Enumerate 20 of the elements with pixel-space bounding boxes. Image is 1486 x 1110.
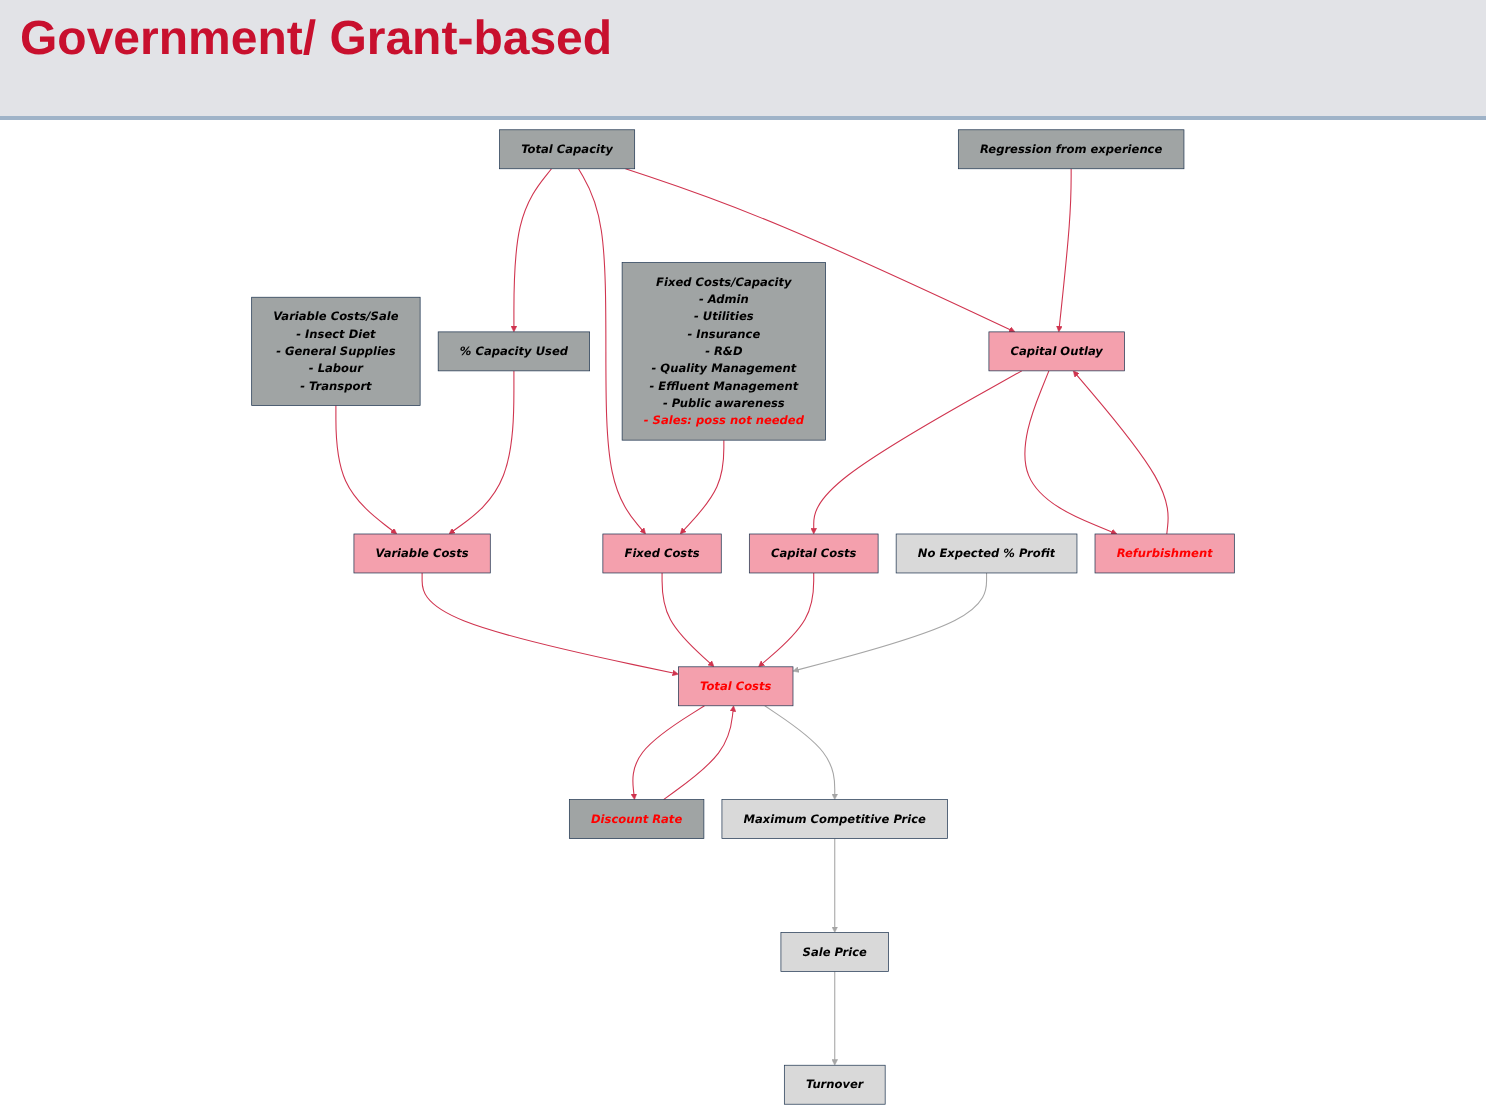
arrow <box>810 370 1023 535</box>
arrow <box>661 572 715 668</box>
arrow <box>1024 370 1118 535</box>
arrow <box>630 705 706 800</box>
arrow <box>831 838 838 933</box>
arrow <box>764 705 838 800</box>
arrow <box>792 572 988 673</box>
arrow <box>1072 370 1169 535</box>
arrow <box>831 970 838 1066</box>
arrow <box>624 168 1016 333</box>
arrow <box>577 168 646 535</box>
title: Government/ Grant-based <box>20 12 613 66</box>
arrow <box>421 572 679 677</box>
arrow <box>758 572 815 668</box>
arrow <box>679 439 725 535</box>
arrow <box>663 705 737 801</box>
arrow <box>448 370 515 535</box>
arrow <box>510 168 553 333</box>
arrow <box>335 404 398 535</box>
arrow <box>1056 168 1072 333</box>
